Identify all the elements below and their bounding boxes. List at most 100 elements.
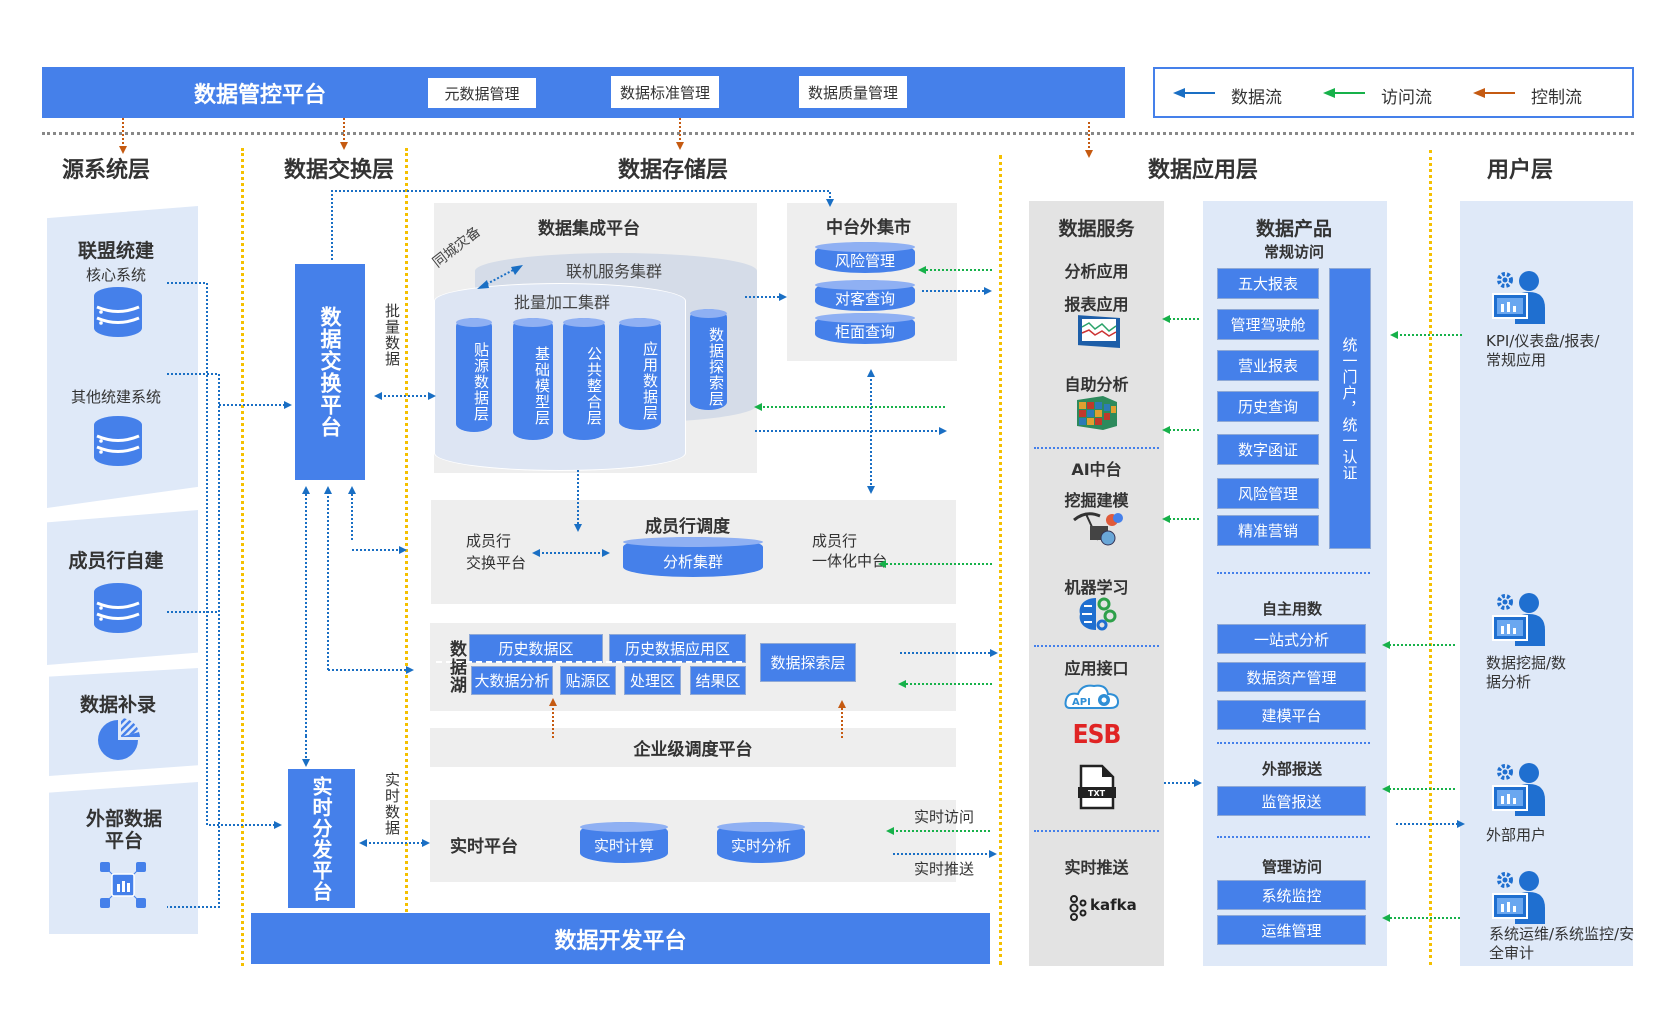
core-system-database-icon — [94, 287, 142, 337]
zone-big-data-analysis[interactable]: 大数据分析 — [471, 666, 553, 695]
data-lake-exploration-layer[interactable]: 数据探索层 — [760, 643, 856, 682]
report-app-label: 报表应用 — [1064, 295, 1129, 314]
product-regulatory-report[interactable]: 监管报送 — [1217, 786, 1366, 816]
user-data-mining[interactable]: 数据挖掘/数据分析 — [1480, 592, 1630, 692]
zone-processing[interactable]: 处理区 — [624, 666, 681, 695]
layer-title-storage: 数据存储层 — [618, 158, 729, 183]
layer-base-model[interactable]: 基础模型层 — [513, 318, 553, 440]
legend-item-data-flow: 数据流 — [1173, 79, 1303, 108]
top-separator — [42, 132, 1634, 135]
product-precision-marketing[interactable]: 精准营销 — [1217, 515, 1319, 546]
user-operations[interactable]: 系统运维/系统监控/安全审计 — [1480, 870, 1640, 970]
enterprise-schedule-platform[interactable]: 企业级调度平台 — [430, 728, 956, 767]
self-service-title: 自主用数 — [1262, 600, 1323, 618]
product-data-asset-management[interactable]: 数据资产管理 — [1217, 662, 1366, 692]
zone-source[interactable]: 贴源区 — [560, 666, 616, 695]
realtime-data-label: 实时数据 — [383, 772, 401, 836]
member-self-built-title: 成员行自建 — [68, 550, 164, 572]
legend-item-access-flow: 访问流 — [1323, 79, 1453, 108]
external-data-title-line2: 平台 — [104, 830, 143, 852]
divider-application-user — [1429, 150, 1432, 965]
layer-source-data[interactable]: 贴源数据层 — [456, 318, 492, 432]
product-one-stop-analysis[interactable]: 一站式分析 — [1217, 624, 1366, 654]
zone-result[interactable]: 结果区 — [690, 666, 746, 695]
data-integration-platform-title: 数据集成平台 — [538, 219, 640, 239]
product-business-reports[interactable]: 营业报表 — [1217, 350, 1319, 381]
external-platform-network-icon — [100, 862, 146, 908]
layer-title-user: 用户层 — [1487, 158, 1554, 183]
member-database-icon — [94, 583, 142, 633]
mid-office-mart-title: 中台外集市 — [826, 218, 911, 238]
batch-processing-cluster-label: 批量加工集群 — [514, 293, 611, 312]
svg-text:API: API — [1072, 697, 1091, 708]
unified-portal-auth[interactable]: 统一门户，统一认证 — [1329, 268, 1371, 549]
product-divider-2 — [1217, 742, 1370, 744]
mart-customer-query[interactable]: 对客查询 — [815, 280, 915, 311]
user-kpi-label: KPI/仪表盘/报表/常规应用 — [1486, 332, 1600, 369]
realtime-push-label: 实时推送 — [914, 860, 975, 878]
data-development-platform[interactable]: 数据开发平台 — [251, 913, 990, 964]
user-external[interactable]: 外部用户 — [1480, 762, 1630, 844]
product-history-query[interactable]: 历史查询 — [1217, 391, 1319, 422]
self-analysis-label: 自助分析 — [1064, 375, 1129, 394]
member-mid-office-label-line2: 一体化中台 — [812, 552, 888, 570]
kafka-label: kafka — [1090, 896, 1137, 914]
data-exchange-platform[interactable]: 数据交换平台 — [295, 264, 365, 480]
product-digital-confirmation[interactable]: 数字函证 — [1217, 434, 1319, 465]
realtime-push-service-label: 实时推送 — [1064, 858, 1129, 877]
access-flow-arrow-icon — [1323, 88, 1365, 98]
product-five-reports[interactable]: 五大报表 — [1217, 268, 1319, 299]
member-exchange-label-line1: 成员行 — [466, 532, 512, 550]
online-service-cluster-label: 联机服务集群 — [566, 262, 663, 281]
metadata-management-button[interactable]: 元数据管理 — [428, 78, 536, 108]
data-service-title: 数据服务 — [1058, 218, 1135, 240]
machine-learning-brain-icon — [1079, 597, 1117, 631]
data-mining-icon — [1073, 512, 1123, 546]
realtime-distribution-platform[interactable]: 实时分发平台 — [288, 769, 355, 908]
layer-application-data[interactable]: 应用数据层 — [619, 318, 661, 430]
product-divider-3 — [1217, 836, 1370, 838]
member-schedule-title: 成员行调度 — [645, 517, 730, 537]
user-kpi[interactable]: KPI/仪表盘/报表/常规应用 — [1480, 270, 1630, 370]
product-management-cockpit[interactable]: 管理驾驶舱 — [1217, 309, 1319, 340]
machine-learning-label: 机器学习 — [1064, 578, 1129, 597]
data-lake-title: 数据湖 — [446, 640, 466, 694]
data-flow-arrow-icon — [1173, 88, 1215, 98]
regular-access-title: 常规访问 — [1264, 243, 1325, 261]
other-alliance-systems-label: 其他统建系统 — [70, 388, 161, 406]
service-divider-1 — [1034, 447, 1159, 449]
data-governance-title: 数据管控平台 — [193, 82, 326, 108]
mart-risk-management[interactable]: 风险管理 — [815, 242, 915, 273]
member-mid-office-label-line1: 成员行 — [812, 532, 858, 550]
product-system-monitoring[interactable]: 系统监控 — [1217, 880, 1366, 910]
zone-historical-app[interactable]: 历史数据应用区 — [609, 634, 746, 663]
data-standard-management-button[interactable]: 数据标准管理 — [611, 76, 719, 108]
divider-exchange-storage — [405, 148, 408, 918]
control-flow-arrow-icon — [1473, 88, 1515, 98]
alliance-title: 联盟统建 — [77, 240, 154, 262]
user-operations-label: 系统运维/系统监控/安全审计 — [1489, 925, 1635, 962]
data-governance-bar — [42, 67, 1125, 118]
product-operations-management[interactable]: 运维管理 — [1217, 915, 1366, 945]
layer-data-exploration[interactable]: 数据探索层 — [690, 309, 727, 410]
kafka-logo-icon — [1069, 895, 1087, 921]
realtime-platform-title: 实时平台 — [450, 837, 518, 857]
data-quality-management-button[interactable]: 数据质量管理 — [799, 76, 907, 108]
zone-historical-data[interactable]: 历史数据区 — [469, 634, 603, 663]
realtime-analysis[interactable]: 实时分析 — [717, 822, 805, 863]
realtime-compute[interactable]: 实时计算 — [580, 822, 668, 863]
member-exchange-label-line2: 交换平台 — [466, 554, 527, 572]
data-supplement-title: 数据补录 — [79, 694, 156, 716]
app-interface-label: 应用接口 — [1064, 659, 1129, 678]
layer-common-integration[interactable]: 公共整合层 — [563, 318, 605, 440]
mart-counter-query[interactable]: 柜面查询 — [815, 313, 915, 344]
core-system-label: 核心系统 — [85, 266, 146, 284]
user-operations-icon — [1492, 871, 1545, 924]
data-product-title: 数据产品 — [1256, 218, 1333, 240]
layer-title-source: 源系统层 — [62, 158, 151, 183]
legend-item-control-flow: 控制流 — [1473, 79, 1603, 108]
user-kpi-icon — [1492, 271, 1545, 324]
product-modeling-platform[interactable]: 建模平台 — [1217, 700, 1366, 730]
product-risk-management[interactable]: 风险管理 — [1217, 478, 1319, 509]
analysis-cluster[interactable]: 分析集群 — [623, 537, 763, 577]
